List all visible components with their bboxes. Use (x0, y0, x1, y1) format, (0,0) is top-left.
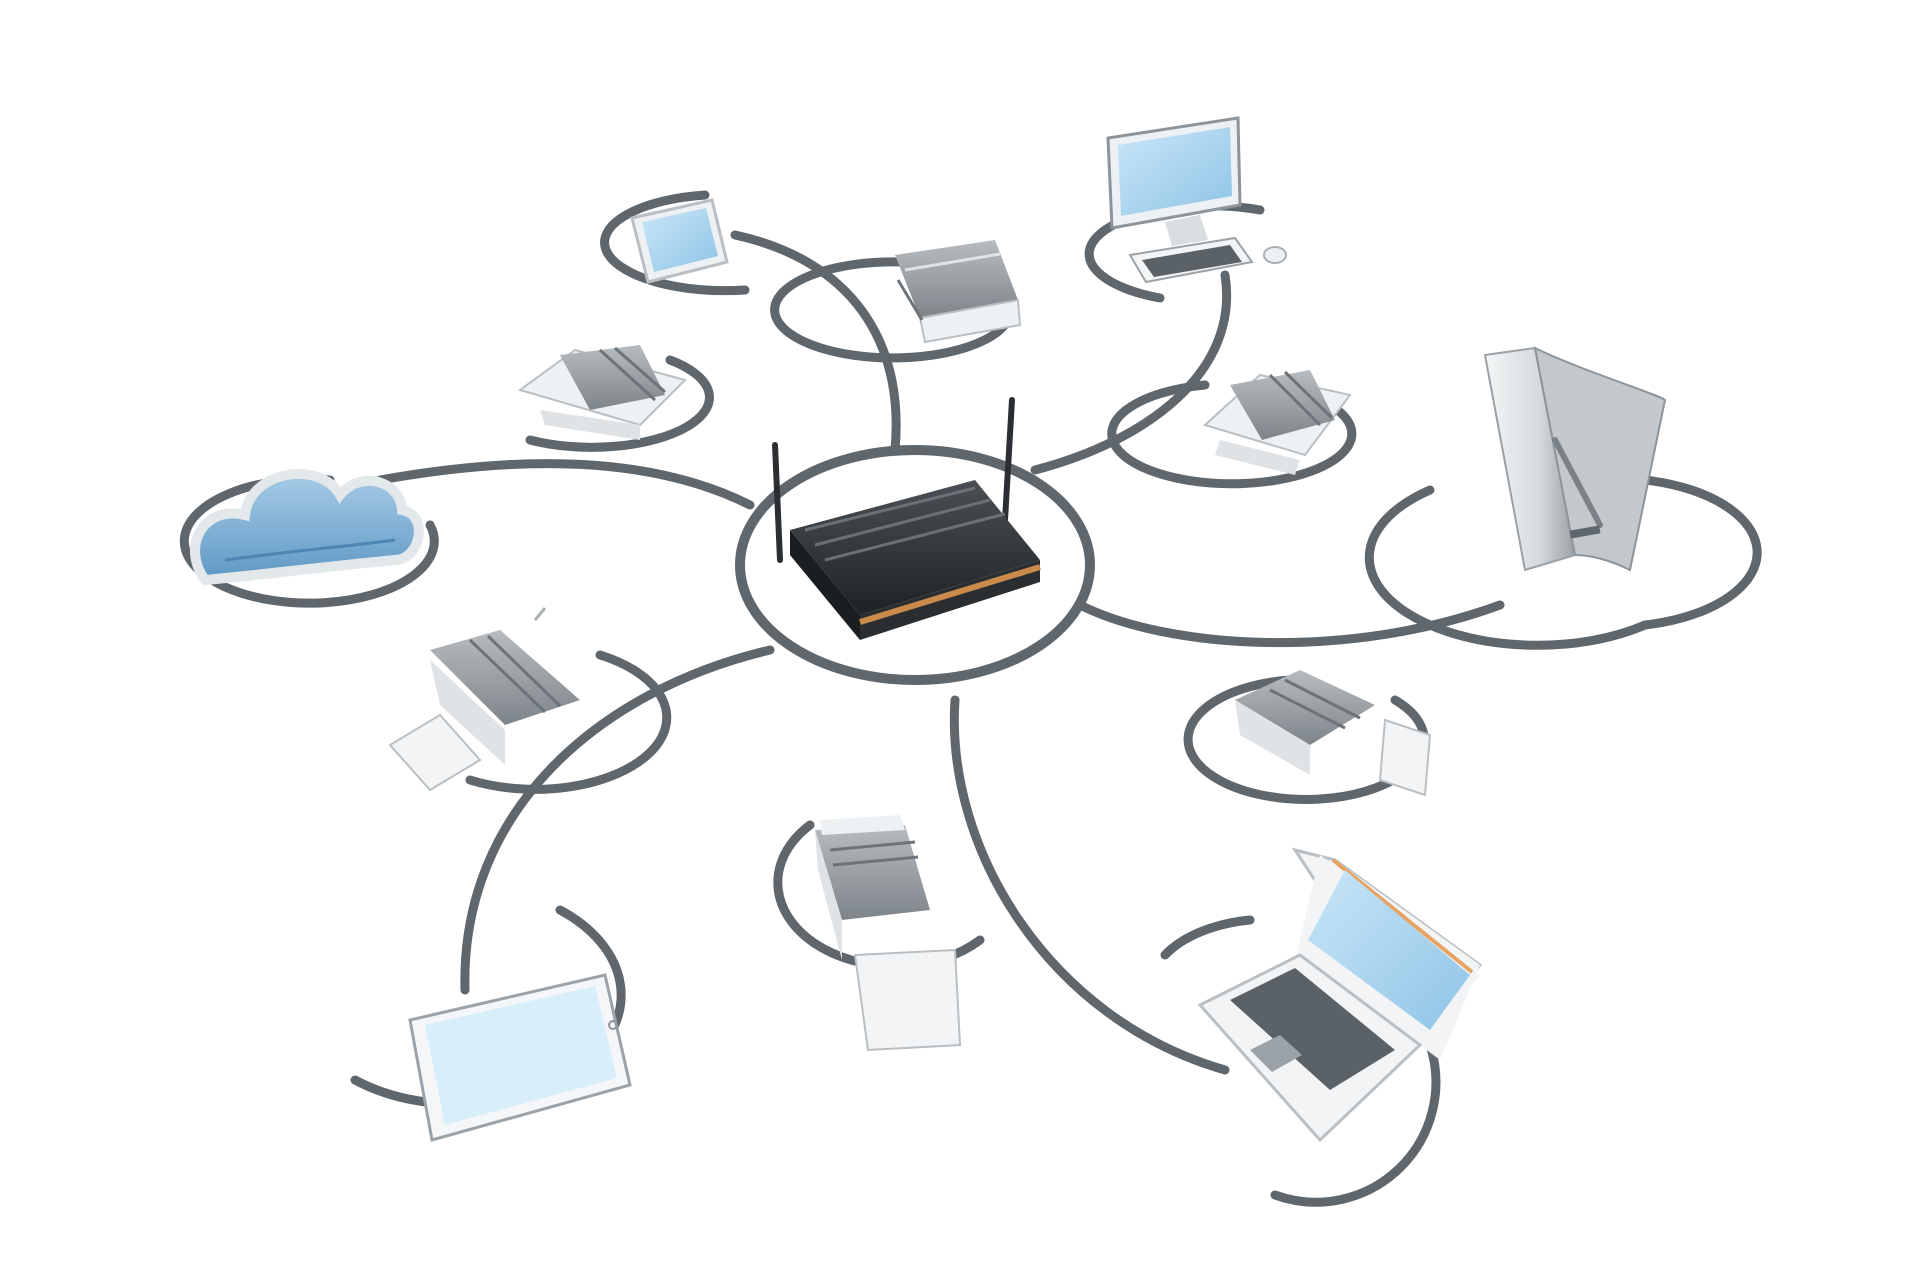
printer-left-top-node (517, 345, 687, 440)
connector-to-laptop (949, 695, 1230, 1075)
ring-cloud (179, 474, 439, 608)
desktop-icon (1106, 116, 1287, 284)
ring-printer-left-mid (465, 650, 672, 794)
connector-to-cloud (375, 459, 755, 510)
router-hub (735, 397, 1095, 685)
printer-top-node (895, 240, 1022, 344)
printer-icon (815, 815, 962, 1052)
printer-right-top-node (1203, 370, 1352, 475)
tablet-icon (408, 973, 632, 1142)
laptop-icon (1197, 847, 1483, 1143)
ring-printer-top (770, 257, 1016, 363)
printer-icon (517, 345, 687, 440)
ring-printer-right-top (1107, 380, 1357, 489)
printer-icon (1203, 370, 1352, 475)
router-icon (772, 397, 1041, 640)
printer-left-mid-node (388, 607, 580, 792)
ring-laptop-2 (1270, 1040, 1441, 1207)
ring-printer-left-top (525, 355, 714, 452)
connector-lines (375, 230, 1505, 1075)
printer-right-mid-node (1235, 670, 1432, 797)
server-node (1483, 346, 1667, 572)
ring-laptop (1160, 915, 1255, 960)
ring-server-2 (1580, 473, 1762, 630)
printer-icon (895, 240, 1022, 344)
ring-tablet-small (600, 190, 750, 296)
printer-icon (1235, 670, 1432, 797)
connector-to-desktop (1030, 270, 1232, 475)
connector-to-tablet-small (730, 230, 901, 455)
connector-to-tablet-large (460, 645, 775, 995)
laptop-node (1197, 847, 1483, 1143)
desktop-node (1106, 116, 1287, 284)
cloud-icon (190, 469, 424, 586)
cloud-node (190, 469, 424, 586)
printer-icon (388, 607, 580, 792)
printer-bottom-node (815, 815, 962, 1052)
server-icon (1483, 346, 1667, 572)
tablet-small-node (630, 198, 729, 284)
ring-server (1364, 485, 1650, 650)
tablet-icon (630, 198, 729, 284)
tablet-large-node (408, 973, 632, 1142)
